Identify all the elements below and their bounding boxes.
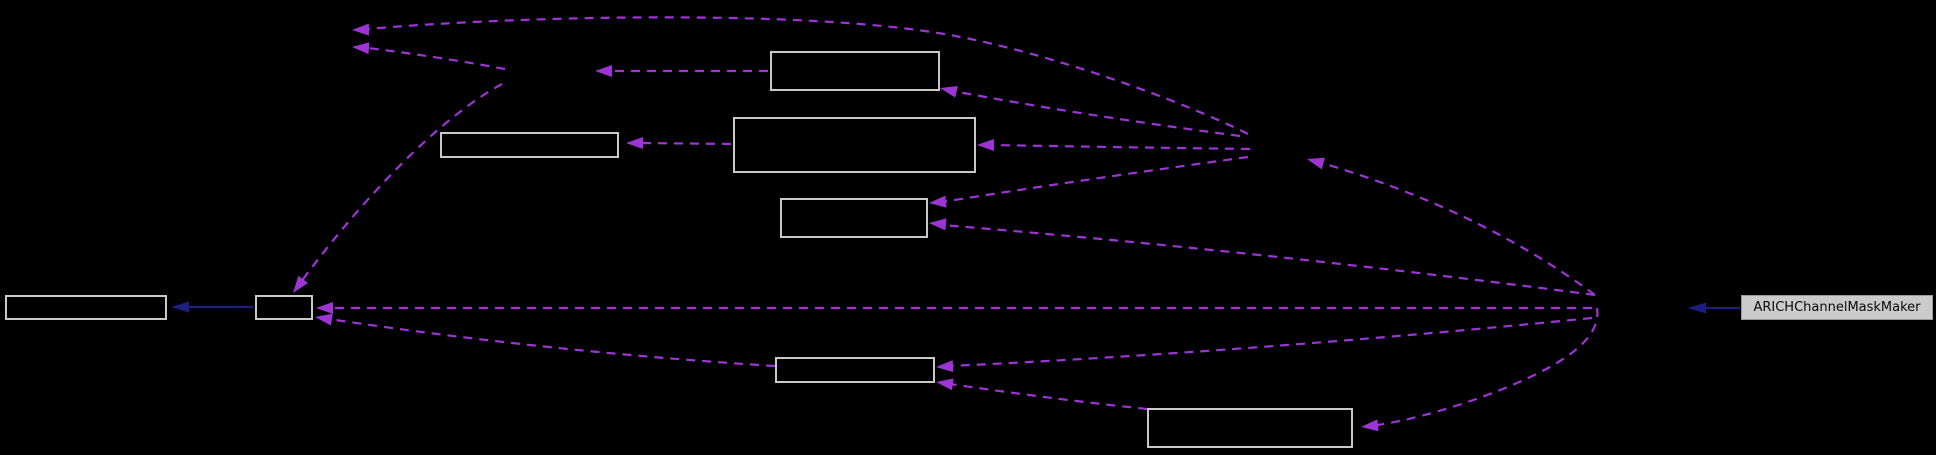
edge-right-junction-link [1321, 161, 1596, 296]
edge-to-box-top [952, 89, 1241, 138]
edge-to-box-d-upper [941, 155, 1249, 204]
arrowhead-g-to-e [315, 313, 333, 326]
node-far-left[interactable] [5, 295, 167, 320]
arrowhead-maskmaker-inherits [1688, 302, 1706, 314]
arrowhead-a-to-left [595, 65, 612, 77]
arrowhead-e-inherits-f [171, 301, 189, 313]
arrowhead-to-box-h [1361, 419, 1379, 432]
arrowhead-to-box-d-lower [929, 218, 947, 231]
arrowhead-to-box-top [940, 85, 958, 98]
edge-upper-left-second [367, 46, 506, 71]
node-bottom[interactable] [1147, 408, 1353, 448]
edge-to-box-h [1376, 307, 1599, 427]
edge-to-box-center [991, 143, 1251, 151]
node-below-center[interactable] [780, 198, 928, 238]
edge-curve-to-e-top [297, 83, 503, 287]
arrowhead-c-to-b [626, 137, 643, 149]
node-mid-left[interactable] [440, 132, 619, 158]
node-center-large[interactable] [733, 117, 976, 173]
arrowhead-upper-left-second [352, 42, 370, 55]
edge-c-to-b [642, 141, 732, 146]
edge-g-to-e [328, 317, 776, 368]
edge-top-sweep [367, 16, 1249, 135]
arrowhead-right-junction-link [1307, 157, 1325, 170]
edge-h-to-g [949, 382, 1148, 411]
arrowhead-to-box-g-upper [936, 360, 954, 373]
arrowhead-long-horizontal-to-e [316, 302, 333, 314]
arrowhead-top-sweep [352, 23, 370, 36]
arrowhead-to-box-center [977, 139, 994, 151]
node-arichchannelmaskmaker[interactable]: ARICHChannelMaskMaker [1741, 295, 1933, 320]
arrowhead-curve-to-e-top [293, 275, 308, 293]
edge-to-box-g-upper [949, 316, 1593, 368]
node-label: ARICHChannelMaskMaker [1753, 300, 1921, 315]
node-left-small[interactable] [255, 295, 313, 320]
arrowhead-h-to-g [936, 378, 954, 391]
arrowhead-to-box-d-upper [929, 195, 947, 208]
edge-to-box-d-lower [941, 223, 1596, 297]
node-lower-center[interactable] [775, 357, 935, 383]
node-top[interactable] [770, 51, 940, 91]
